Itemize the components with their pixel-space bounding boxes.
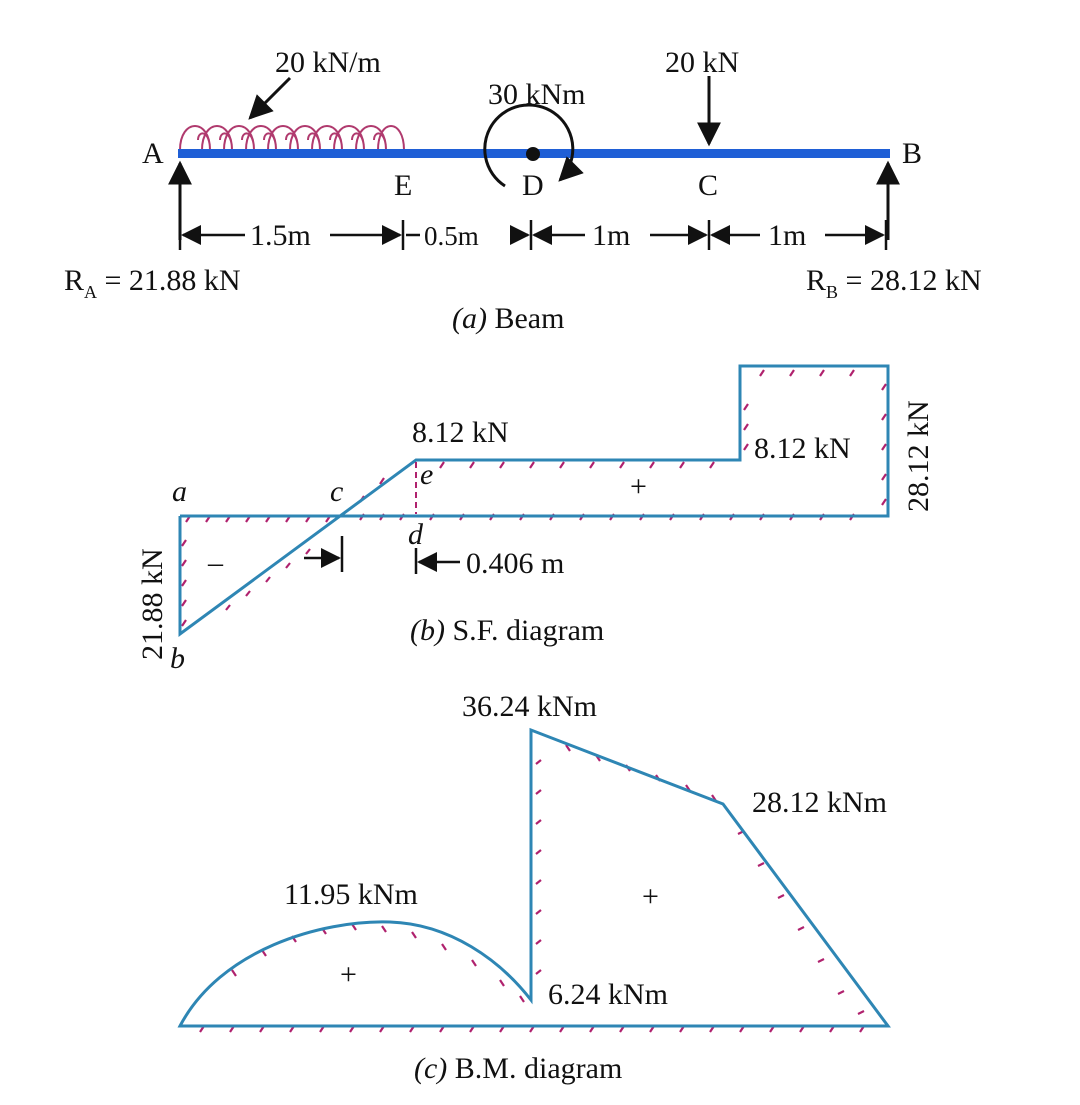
dim-cb: 1m bbox=[768, 219, 806, 252]
bm-hatch bbox=[199, 744, 865, 1033]
sf-point-d: d bbox=[408, 518, 424, 551]
sf-right-value: 28.12 kN bbox=[902, 400, 935, 512]
sf-distance-marker bbox=[304, 536, 460, 574]
bm-caption: (c) B.M. diagram bbox=[414, 1052, 622, 1085]
sf-inner-value: 8.12 kN bbox=[754, 432, 851, 465]
dim-ae: 1.5m bbox=[250, 219, 311, 252]
bm-dip-value: 6.24 kNm bbox=[548, 978, 668, 1011]
point-label-c: C bbox=[698, 169, 718, 202]
sf-plus-sign: + bbox=[630, 470, 647, 503]
dim-ed: 0.5m bbox=[424, 221, 479, 251]
sf-outline bbox=[178, 364, 890, 637]
udl-label: 20 kN/m bbox=[275, 46, 381, 79]
bm-peak-value: 36.24 kNm bbox=[462, 690, 597, 723]
reaction-a-label: RA = 21.88 kN bbox=[64, 264, 241, 302]
sf-point-c: c bbox=[330, 475, 343, 508]
udl-coil bbox=[179, 125, 405, 151]
dimension-line bbox=[178, 220, 888, 250]
reaction-b-label: RB = 28.12 kN bbox=[806, 264, 982, 302]
sf-point-e: e bbox=[420, 458, 433, 491]
bm-plus-sign-1: + bbox=[340, 958, 357, 991]
sf-caption: (b) S.F. diagram bbox=[410, 614, 604, 647]
sf-minus-sign: – bbox=[207, 546, 224, 579]
bm-outline bbox=[177, 727, 891, 1028]
moment-arc bbox=[483, 103, 584, 188]
point-label-d: D bbox=[522, 169, 544, 202]
point-label-b: B bbox=[902, 137, 922, 170]
sf-left-value: 21.88 kN bbox=[136, 548, 169, 660]
bm-plus-sign-2: + bbox=[642, 880, 659, 913]
point-label-a: A bbox=[142, 137, 164, 170]
sf-distance-label: 0.406 m bbox=[466, 547, 564, 580]
bm-right-value: 28.12 kNm bbox=[752, 786, 887, 819]
sf-point-a: a bbox=[172, 475, 187, 508]
dim-dc: 1m bbox=[592, 219, 630, 252]
sf-hatch bbox=[181, 369, 887, 627]
beam-caption: (a) Beam bbox=[452, 302, 564, 335]
point-label-e: E bbox=[394, 169, 412, 202]
sf-diagram: a c e d b 8.12 kN 8.12 kN 28.12 kN 21.88… bbox=[136, 364, 935, 675]
bm-parabola-value: 11.95 kNm bbox=[284, 878, 418, 911]
sf-point-b: b bbox=[170, 642, 185, 675]
sf-top-value: 8.12 kN bbox=[412, 416, 509, 449]
moment-point-d bbox=[526, 147, 540, 161]
bm-diagram: 36.24 kNm 28.12 kNm 11.95 kNm 6.24 kNm +… bbox=[177, 690, 891, 1085]
beam-panel: 20 kN/m 30 kNm 20 kN A B E D C bbox=[64, 46, 982, 335]
moment-label: 30 kNm bbox=[488, 78, 586, 111]
udl-arrow bbox=[248, 76, 292, 120]
point-load-label: 20 kN bbox=[665, 46, 739, 79]
